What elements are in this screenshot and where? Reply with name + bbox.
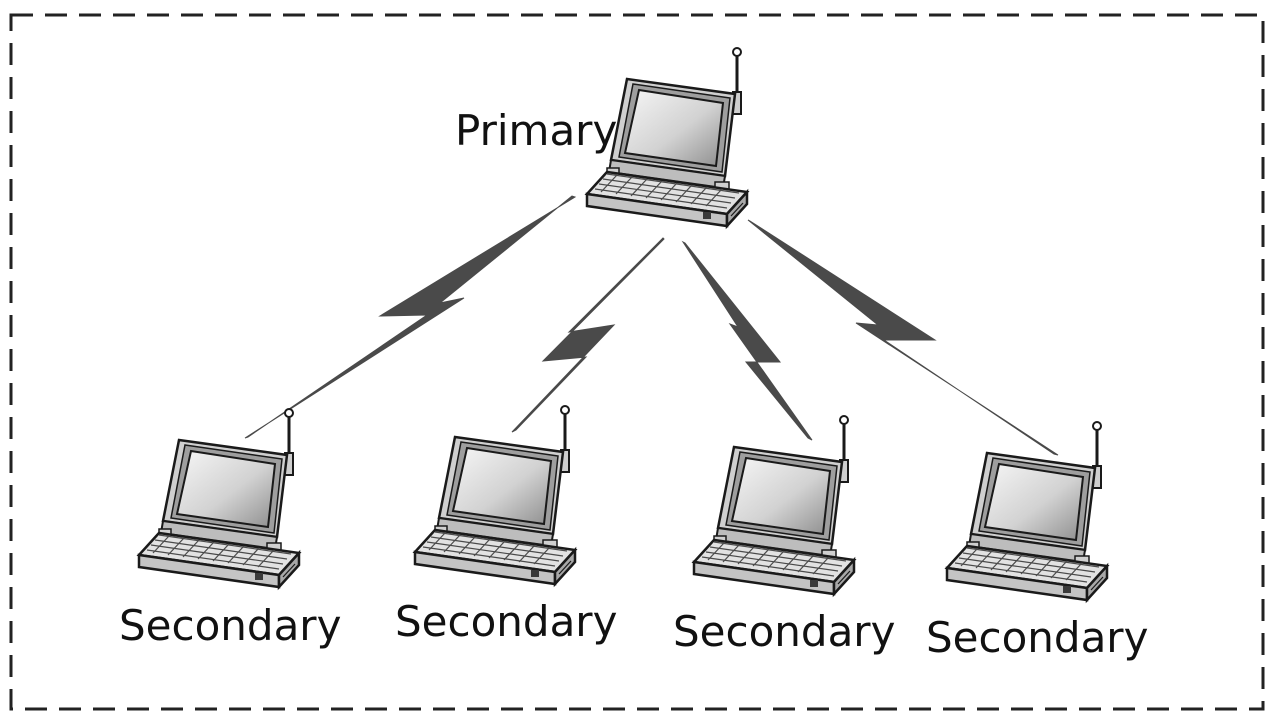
laptop-icon — [137, 407, 301, 589]
primary-node: Primary — [455, 46, 749, 228]
secondary-node-3: Secondary — [673, 414, 895, 656]
secondary-label: Secondary — [395, 597, 617, 646]
primary-label: Primary — [455, 106, 617, 155]
secondary-label: Secondary — [926, 613, 1148, 662]
secondary-node-4: Secondary — [926, 420, 1148, 662]
laptop-icon — [413, 404, 577, 586]
secondary-label: Secondary — [119, 601, 341, 650]
link-primary-secondary-1 — [244, 195, 577, 439]
wireless-links — [244, 195, 1059, 456]
dashed-boundary — [9, 13, 1265, 711]
link-primary-secondary-3 — [681, 240, 813, 441]
secondary-node-1: Secondary — [119, 407, 341, 650]
link-primary-secondary-4 — [747, 219, 1059, 456]
laptop-icon — [945, 420, 1109, 602]
laptop-icon — [692, 414, 856, 596]
link-primary-secondary-2 — [511, 237, 665, 433]
secondary-label: Secondary — [673, 607, 895, 656]
secondary-node-2: Secondary — [395, 404, 617, 646]
